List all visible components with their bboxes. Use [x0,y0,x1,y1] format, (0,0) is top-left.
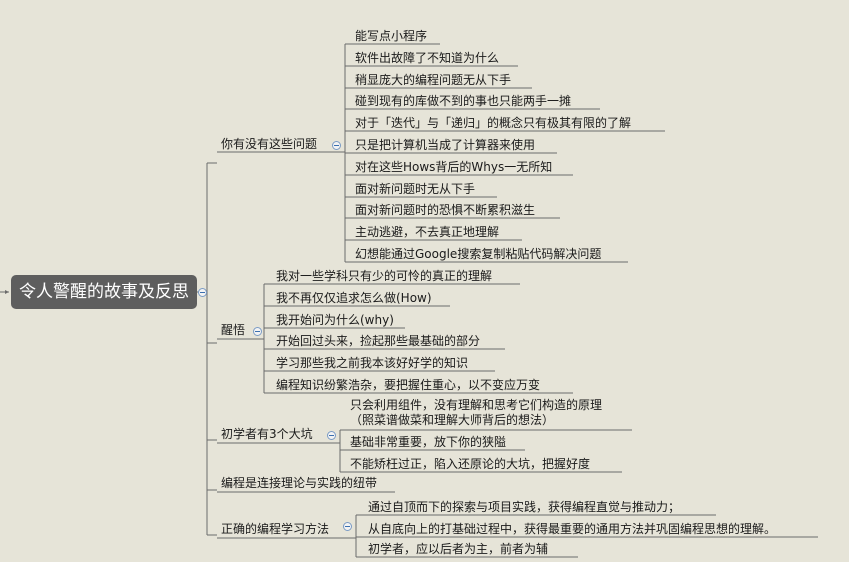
branch-problems-collapse-icon[interactable] [332,141,341,150]
awakening-item[interactable]: 开始回过头来，捡起那些最基础的部分 [276,334,481,348]
problem-item[interactable]: 幻想能通过Google搜索复制粘贴代码解决问题 [355,247,602,261]
root-collapse-icon[interactable] [198,288,207,297]
branch-pitfalls[interactable]: 初学者有3个大坑 [221,427,313,441]
pitfall-item[interactable]: 不能矫枉过正，陷入还原论的大坑，把握好度 [350,457,591,471]
awakening-item[interactable]: 我对一些学科只有少的可怜的真正的理解 [276,269,493,283]
method-item[interactable]: 初学者，应以后者为主，前者为辅 [368,542,549,556]
problem-item[interactable]: 对在这些Hows背后的Whys一无所知 [355,160,553,174]
branch-awakening[interactable]: 醒悟 [221,323,246,337]
problem-item[interactable]: 主动逃避，不去真正地理解 [355,225,500,239]
pitfall-item-note: （照菜谱做菜和理解大师背后的想法） [350,413,555,427]
branch-pitfalls-collapse-icon[interactable] [327,431,336,440]
method-item[interactable]: 通过自顶而下的探索与项目实践，获得编程直觉与推动力； [368,500,681,514]
branch-method[interactable]: 正确的编程学习方法 [221,522,330,536]
branch-bridge[interactable]: 编程是连接理论与实践的纽带 [221,476,378,490]
problem-item[interactable]: 面对新问题时无从下手 [355,182,476,196]
problem-item[interactable]: 只是把计算机当成了计算器来使用 [355,138,536,152]
problem-item[interactable]: 能写点小程序 [355,29,428,43]
method-item[interactable]: 从自底向上的打基础过程中，获得最重要的通用方法并巩固编程思想的理解。 [368,522,777,536]
branch-awakening-collapse-icon[interactable] [253,327,262,336]
problem-item[interactable]: 对于「迭代」与「递归」的概念只有极其有限的了解 [355,116,632,130]
problem-item[interactable]: 面对新问题时的恐惧不断累积滋生 [355,203,536,217]
branch-problems[interactable]: 你有没有这些问题 [221,137,318,151]
branch-method-collapse-icon[interactable] [343,522,352,531]
problem-item[interactable]: 软件出故障了不知道为什么 [355,51,500,65]
problem-item[interactable]: 碰到现有的库做不到的事也只能两手一摊 [355,94,572,108]
pitfall-item[interactable]: 基础非常重要，放下你的狭隘 [350,435,507,449]
root-node[interactable]: 令人警醒的故事及反思 [11,275,197,309]
awakening-item[interactable]: 编程知识纷繁浩杂，要把握住重心，以不变应万变 [276,378,541,392]
problem-item[interactable]: 稍显庞大的编程问题无从下手 [355,73,512,87]
awakening-item[interactable]: 我不再仅仅追求怎么做(How) [276,291,432,305]
awakening-item[interactable]: 学习那些我之前我本该好好学的知识 [276,356,469,370]
pitfall-item[interactable]: 只会利用组件，没有理解和思考它们构造的原理 [350,398,603,412]
awakening-item[interactable]: 我开始问为什么(why) [276,313,394,327]
